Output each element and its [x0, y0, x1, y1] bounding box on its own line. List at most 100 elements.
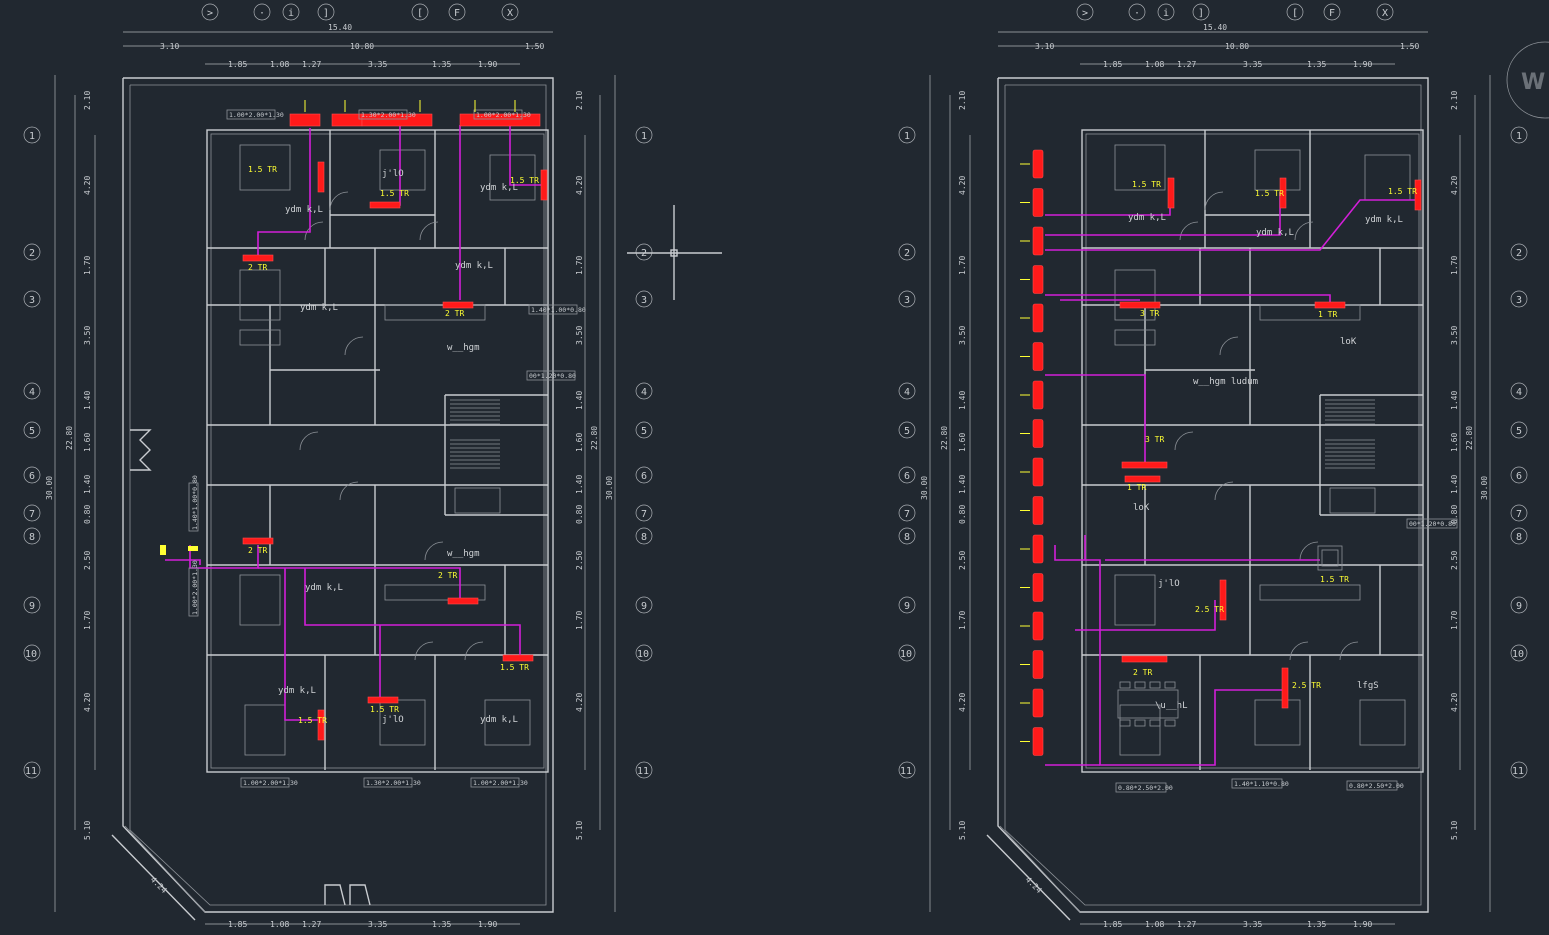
- dimension-text: 3.50: [1450, 326, 1459, 345]
- ac-riser-unit: [1032, 149, 1044, 179]
- duct-run: [165, 559, 201, 565]
- room-label: w__hgm: [447, 343, 480, 353]
- row-grid-label: 9: [641, 601, 647, 612]
- dimension-text: 1.50: [525, 42, 544, 51]
- capacity-label: 1.5 TR: [500, 663, 529, 672]
- capacity-label: 1.5 TR: [1132, 180, 1161, 189]
- window-tag-box: [526, 370, 576, 381]
- row-grid-label: 10: [1512, 649, 1524, 660]
- dining-chair: [1134, 719, 1146, 727]
- row-grid-marker: [898, 596, 916, 614]
- duct-run: [258, 567, 461, 598]
- dimension-inner-height: 22.80: [65, 426, 74, 450]
- room-label: w__hgm: [447, 549, 480, 559]
- ac-unit: [1124, 475, 1161, 483]
- dimension-total-height: 30.00: [45, 476, 54, 500]
- capacity-label: 1.5 TR: [248, 165, 277, 174]
- dimension-inner-height: 22.80: [1465, 426, 1474, 450]
- row-grid-marker: [23, 243, 41, 261]
- room-label: loK: [1340, 337, 1357, 347]
- row-grid-label: 4: [641, 387, 647, 398]
- row-grid-marker: [635, 126, 653, 144]
- row-grid-label: 8: [641, 532, 647, 543]
- row-grid-marker: [635, 243, 653, 261]
- row-grid-label: 5: [1516, 426, 1522, 437]
- dining-chair: [1119, 681, 1131, 689]
- room-label: ydm k,L: [455, 261, 493, 271]
- ac-riser-unit: [1032, 265, 1044, 294]
- ac-riser-unit: [1032, 457, 1044, 487]
- ac-unit: [317, 709, 325, 741]
- dining-chair: [1149, 681, 1161, 689]
- column-grid-label: >: [207, 8, 213, 19]
- column-grid-marker: [411, 3, 429, 21]
- capacity-label: 1.5 TR: [1388, 187, 1417, 196]
- row-grid-label: 8: [29, 532, 35, 543]
- capacity-label: 2.5 TR: [1195, 605, 1224, 614]
- column-grid-marker: [317, 3, 335, 21]
- capacity-label: 2 TR: [445, 309, 464, 318]
- dimension-text: 3.10: [1035, 42, 1054, 51]
- row-grid-marker: [898, 644, 916, 662]
- dimension-text: 1.85: [228, 920, 247, 929]
- dimension-text: 1.50: [1400, 42, 1419, 51]
- row-grid-label: 7: [1516, 509, 1522, 520]
- building-outline: [206, 129, 549, 773]
- ac-unit: [1414, 179, 1422, 211]
- row-grid-label: 1: [1516, 131, 1522, 142]
- entrance-door: [324, 884, 346, 906]
- row-grid-marker: [23, 290, 41, 308]
- row-grid-label: 1: [29, 131, 35, 142]
- window-tag: 0.80*2.50*2.00: [1349, 782, 1404, 790]
- outdoor-unit-marker: [188, 546, 198, 551]
- duct-run: [1075, 600, 1216, 631]
- furniture: [1254, 149, 1301, 191]
- furniture: [239, 574, 281, 626]
- row-grid-label: 1: [641, 131, 647, 142]
- ac-riser-unit: [1032, 303, 1044, 333]
- dimension-text: 1.60: [958, 433, 967, 452]
- row-grid-label: 3: [904, 295, 910, 306]
- dimension-text: 1.40: [83, 391, 92, 410]
- dining-chair: [1164, 681, 1176, 689]
- row-grid-label: 6: [641, 471, 647, 482]
- dimension-total-width: 15.40: [1203, 23, 1227, 32]
- dimension-text: 4.20: [958, 693, 967, 712]
- capacity-label: 2 TR: [1133, 668, 1152, 677]
- ac-riser-unit: [1032, 611, 1044, 641]
- dining-chair: [1149, 719, 1161, 727]
- column-grid-label: >: [1082, 8, 1088, 19]
- dimension-text: 2.50: [958, 551, 967, 570]
- room-label: j'lO: [382, 169, 404, 179]
- column-grid-marker: [1157, 3, 1175, 21]
- row-grid-marker: [23, 644, 41, 662]
- fan-coil-unit: [1321, 549, 1339, 567]
- row-grid-label: 9: [29, 601, 35, 612]
- row-grid-marker: [898, 466, 916, 484]
- dimension-text: 0.80: [83, 505, 92, 524]
- row-grid-label: 11: [25, 766, 37, 777]
- dimension-text: 1.27: [302, 920, 321, 929]
- ac-riser-unit: [1032, 534, 1044, 564]
- room-label: ydm k,L: [1128, 213, 1166, 223]
- ac-unit: [289, 113, 321, 127]
- dimension-text: 1.40: [575, 475, 584, 494]
- dimension-text: 3.50: [83, 326, 92, 345]
- column-grid-label: X: [1382, 8, 1388, 19]
- duct-run: [189, 545, 259, 569]
- window-tag-box: [188, 482, 199, 532]
- capacity-label: 2.5 TR: [1292, 681, 1321, 690]
- dimension-total-height: 30.00: [605, 476, 614, 500]
- dimension-text: 10.80: [1225, 42, 1249, 51]
- door-swing: [424, 541, 444, 561]
- window-tag: 1.30*2.00*1.30: [366, 779, 421, 787]
- dimension-text: 1.70: [1450, 611, 1459, 630]
- window-tag-box: [1406, 518, 1458, 529]
- furniture: [1254, 699, 1301, 746]
- row-grid-label: 9: [1516, 601, 1522, 612]
- furniture: [1114, 574, 1156, 626]
- row-grid-marker: [23, 382, 41, 400]
- dimension-text: 1.35: [1307, 920, 1326, 929]
- window-tag: 1.30*2.00*1.30: [361, 111, 416, 119]
